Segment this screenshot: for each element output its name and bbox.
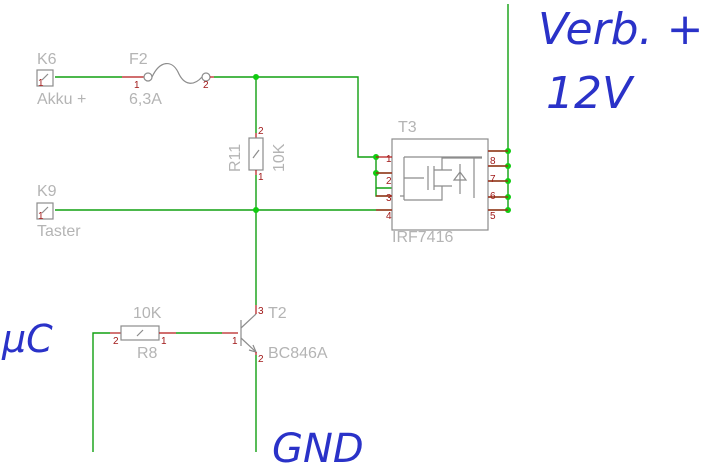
resistor-r8-value: 10K: [133, 305, 162, 322]
connector-k6-mark: [41, 73, 49, 81]
resistor-r8[interactable]: 10K R8 2 1: [110, 305, 176, 362]
transistor-t2-pin-collector: 3: [258, 306, 264, 317]
note-verb: Verb. +: [538, 4, 703, 55]
resistor-r11-value: 10K: [271, 143, 288, 172]
fuse-f2-end-left: [143, 72, 153, 82]
resistor-r11-pin-top: 2: [258, 126, 264, 137]
junction-dot: [253, 207, 259, 213]
mosfet-t3-ref: T3: [398, 119, 417, 136]
resistor-r8-ref: R8: [137, 345, 158, 362]
mosfet-t3[interactable]: T3 IRF7416 1 2 3 4 8 7 6 5: [376, 119, 508, 246]
fuse-f2[interactable]: F2 6,3A 1 2: [122, 51, 214, 108]
mosfet-t3-body: [391, 138, 489, 231]
transistor-t2[interactable]: T2 BC846A 1 3 2: [222, 305, 328, 365]
fuse-f2-pin2: 2: [203, 80, 209, 91]
mosfet-t3-pins-left: [376, 156, 392, 211]
resistor-r8-wiper: [136, 329, 144, 337]
junctions: [253, 74, 511, 213]
mosfet-t3-pin-left-4: 4: [386, 211, 392, 222]
note-voltage: 12V: [546, 68, 635, 119]
connector-k6[interactable]: K6 Akku + 1: [36, 51, 86, 108]
connector-k6-pin: 1: [38, 78, 44, 89]
connector-k9-body: [36, 202, 54, 220]
resistor-r11-ref: R11: [227, 144, 244, 172]
connector-k9-pin: 1: [38, 211, 44, 222]
connector-k9-mark: [41, 206, 49, 214]
connector-k6-body: [36, 69, 54, 87]
transistor-t2-pin-base: 1: [232, 336, 238, 347]
fuse-f2-value: 6,3A: [129, 91, 162, 108]
mosfet-t3-pins-right: [488, 150, 508, 211]
fuse-f2-ref: F2: [129, 51, 148, 68]
resistor-r11[interactable]: R11 10K 2 1: [227, 126, 288, 183]
mosfet-t3-pin-left-1: 1: [386, 154, 392, 165]
mosfet-t3-pin-right-5: 5: [490, 211, 496, 222]
transistor-t2-value: BC846A: [268, 345, 328, 362]
resistor-r8-pin-left: 2: [113, 336, 119, 347]
mosfet-t3-pin-left-2: 2: [386, 176, 392, 187]
transistor-t2-pin-emitter: 2: [258, 354, 264, 365]
mosfet-t3-symbol: [400, 156, 482, 201]
connector-k9-value: Taster: [37, 223, 81, 240]
resistor-r11-wiper: [252, 149, 260, 159]
connector-k9-ref: K9: [37, 183, 57, 200]
handwritten-notes: Verb. + 12V µC GND: [1, 4, 703, 465]
transistor-t2-collector: [240, 313, 257, 329]
connector-k6-value: Akku +: [37, 91, 86, 108]
mosfet-t3-pin-right-8: 8: [490, 156, 496, 167]
mosfet-t3-value: IRF7416: [392, 229, 453, 246]
transistor-t2-emitter: [240, 337, 257, 353]
transistor-t2-ref: T2: [268, 305, 287, 322]
wire-uc: [92, 332, 110, 452]
mosfet-t3-pin-right-7: 7: [490, 174, 496, 185]
wire-f2-node: [214, 76, 376, 158]
resistor-r8-pin-right: 1: [161, 336, 167, 347]
wires: [55, 4, 509, 452]
fuse-f2-pin1: 1: [134, 80, 140, 91]
mosfet-t3-pin-right-6: 6: [490, 191, 496, 202]
connector-k9[interactable]: K9 Taster 1: [36, 183, 81, 240]
mosfet-t3-pin-left-3: 3: [386, 193, 392, 204]
connector-k6-ref: K6: [37, 51, 57, 68]
junction-dot: [253, 74, 259, 80]
note-uc: µC: [1, 317, 53, 361]
note-gnd: GND: [272, 426, 364, 465]
resistor-r11-pin-bottom: 1: [258, 172, 264, 183]
fuse-f2-element: [151, 63, 203, 84]
